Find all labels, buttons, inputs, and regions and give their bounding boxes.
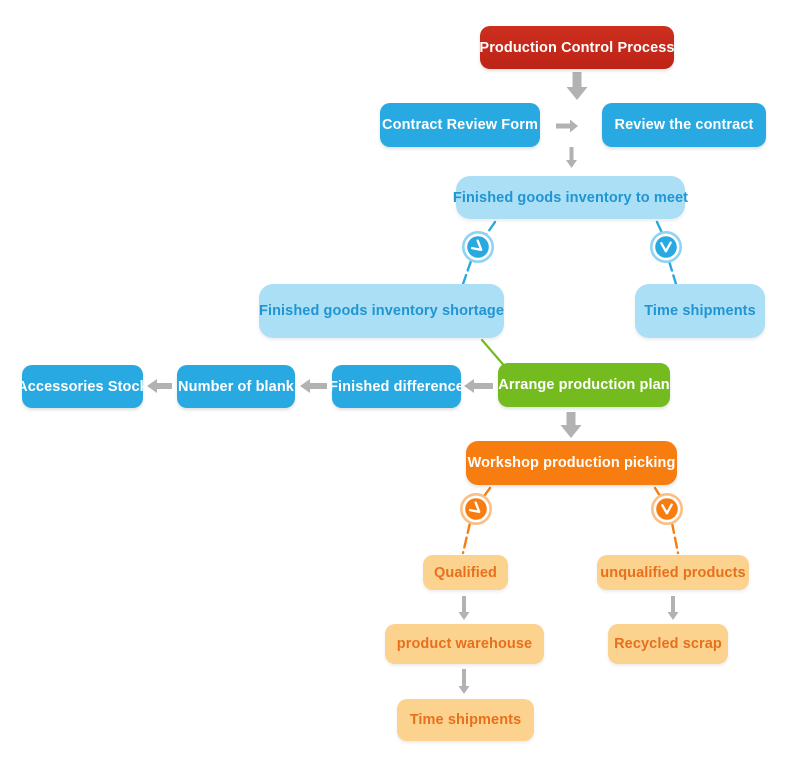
node-review-the-contract: Review the contract xyxy=(602,103,766,147)
arrow-warehouse-to-time-shipments xyxy=(458,669,470,694)
arrow-qualified-to-warehouse xyxy=(458,596,470,620)
node-production-control-process: Production Control Process xyxy=(479,26,674,69)
node-unqualified-products: unqualified products xyxy=(597,555,749,590)
node-workshop-production-picking: Workshop production picking xyxy=(466,441,677,485)
clock-icon xyxy=(651,493,683,525)
connector-inventory-to-right-clock xyxy=(655,220,665,237)
node-accessories-stock: Accessories Stock xyxy=(17,365,148,408)
connector-picking-to-left-clock xyxy=(480,486,492,501)
node-recycled-scrap: Recycled scrap xyxy=(608,624,728,664)
block-arrow-plan-to-picking xyxy=(560,412,582,438)
node-qualified: Qualified xyxy=(423,555,508,590)
arrow-unqualified-to-recycled xyxy=(667,596,679,620)
arrow-finished-difference-to-number-of-blank xyxy=(300,379,327,393)
connector-left-clock-to-qualified xyxy=(461,521,472,555)
connector-right-clock-to-time-shipments xyxy=(667,259,678,286)
connector-right-clock-to-unqualified xyxy=(670,521,680,555)
block-arrow-production-to-review-row xyxy=(566,72,588,100)
arrow-contract-to-review xyxy=(556,119,578,133)
clock-icon xyxy=(462,231,494,263)
node-product-warehouse: product warehouse xyxy=(385,624,544,664)
node-contract-review-form: Contract Review Form xyxy=(380,103,540,147)
arrow-review-to-inventory xyxy=(566,147,577,168)
clock-icon xyxy=(650,231,682,263)
node-time-shipments-bottom: Time shipments xyxy=(397,699,534,741)
arrow-plan-to-finished-difference xyxy=(464,379,493,393)
node-number-of-blank: Number of blank xyxy=(177,365,295,408)
clock-icon xyxy=(460,493,492,525)
node-finished-goods-inventory-shortage: Finished goods inventory shortage xyxy=(259,284,504,338)
connector-left-clock-to-shortage xyxy=(461,259,473,286)
node-time-shipments-top: Time shipments xyxy=(635,284,765,338)
arrow-number-of-blank-to-accessories-stock xyxy=(147,379,172,393)
connector-inventory-to-left-clock xyxy=(484,220,497,237)
node-finished-difference: Finished difference xyxy=(329,365,464,408)
node-finished-goods-inventory-to-meet: Finished goods inventory to meet xyxy=(453,176,688,219)
node-arrange-production-plan: Arrange production plan xyxy=(498,363,670,407)
